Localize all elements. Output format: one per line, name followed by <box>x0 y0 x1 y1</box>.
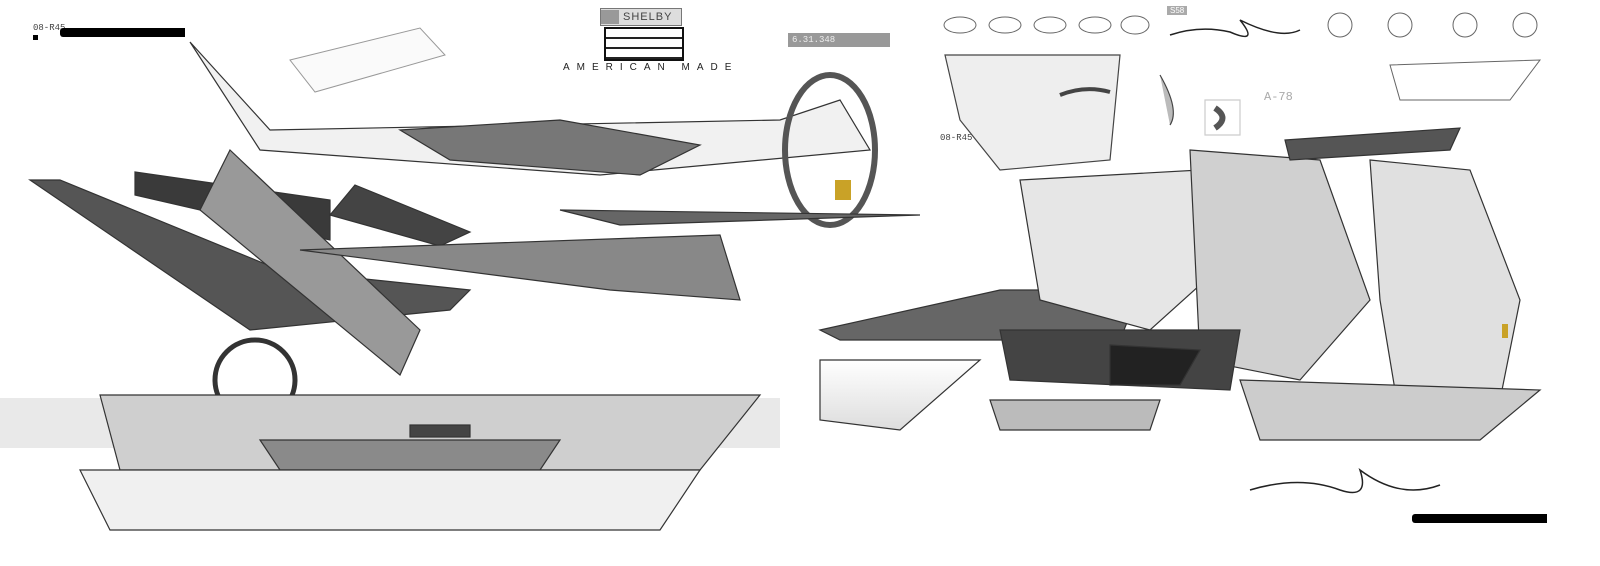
flag-emblem <box>604 27 684 61</box>
code-readout: 6.31.348 <box>788 33 890 47</box>
phone-sketch <box>289 27 446 93</box>
header-bar-left <box>60 28 185 37</box>
cockpit-perspective-view <box>818 127 1542 441</box>
header-bar-right <box>1412 514 1547 523</box>
signature-top <box>1169 19 1301 38</box>
model-label-left: 08-R45 <box>33 23 66 33</box>
marker-square <box>33 35 38 40</box>
part-id: A-78 <box>1264 90 1293 104</box>
face-study-sketches <box>943 12 1542 101</box>
shelby-emblem-icon <box>601 10 619 24</box>
exploded-dashboard-parts <box>28 41 921 376</box>
signature-bottom <box>1249 467 1441 494</box>
tagline: AMERICAN MADE <box>563 62 739 73</box>
badge: S58 <box>1167 6 1188 15</box>
model-label-center: 08-R45 <box>940 133 973 143</box>
shelby-logo: SHELBY <box>600 8 682 26</box>
logo-text: SHELBY <box>623 11 673 23</box>
dashboard-front-view <box>79 337 762 531</box>
magnet-icon <box>1213 105 1226 131</box>
helmet-visor-sketch <box>944 54 1241 171</box>
